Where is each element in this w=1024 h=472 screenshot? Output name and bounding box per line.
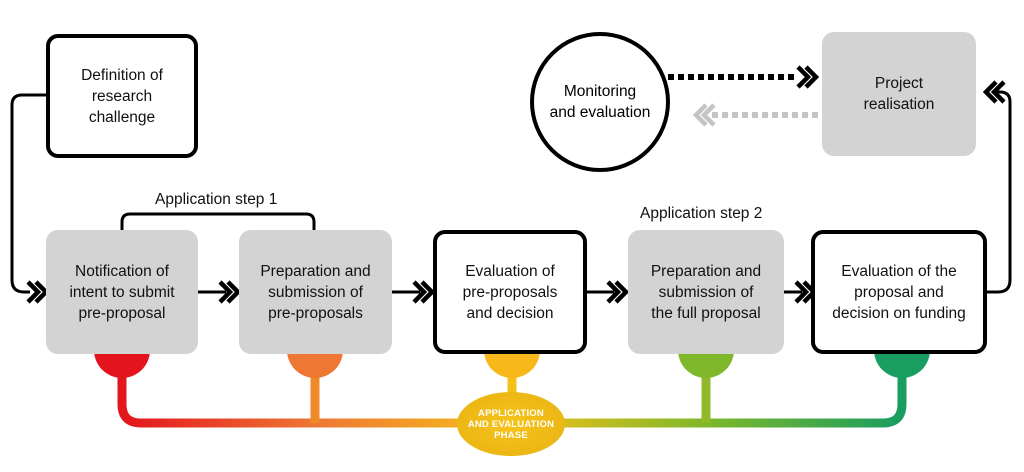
definition-box: Definition of research challenge [46, 34, 198, 158]
phase-label-text: APPLICATION AND EVALUATION PHASE [467, 407, 555, 441]
definition-box-text: Definition of research challenge [81, 66, 163, 126]
monitoring-circle-text: Monitoring and evaluation [549, 83, 651, 121]
bracket-step-1 [120, 212, 316, 232]
notification-box-text: Notification of intent to submit pre-pro… [69, 262, 175, 322]
dotted-arrow-to-monitoring [692, 103, 820, 127]
preparation-box-1: Preparation and submission of pre-propos… [239, 230, 392, 354]
evaluation-box-1-text: Evaluation of pre-proposals and decision [462, 262, 558, 322]
preparation-box-2: Preparation and submission of the full p… [628, 230, 784, 354]
phase-label: APPLICATION AND EVALUATION PHASE [457, 392, 565, 456]
chevron-arrow-icon [784, 280, 818, 304]
realisation-box-text: Project realisation [863, 75, 935, 113]
application-step-2-label: Application step 2 [640, 205, 763, 222]
connector-line-right [987, 90, 1012, 294]
evaluation-box-2-text: Evaluation of the proposal and decision … [832, 262, 966, 322]
evaluation-box-1: Evaluation of pre-proposals and decision [433, 230, 587, 354]
chevron-arrow-icon [392, 280, 436, 304]
preparation-box-1-text: Preparation and submission of pre-propos… [260, 262, 371, 322]
phase-ellipse [457, 392, 565, 456]
connector-line-left [10, 93, 46, 294]
chevron-arrow-icon [982, 80, 1006, 104]
monitoring-circle: Monitoring and evaluation [530, 32, 670, 172]
chevron-arrow-icon [587, 280, 630, 304]
evaluation-box-2: Evaluation of the proposal and decision … [811, 230, 987, 354]
dotted-arrow-to-realisation [668, 65, 820, 89]
realisation-box: Project realisation [822, 32, 976, 156]
chevron-arrow-icon [198, 280, 242, 304]
preparation-box-2-text: Preparation and submission of the full p… [650, 262, 762, 322]
notification-box: Notification of intent to submit pre-pro… [46, 230, 198, 354]
application-step-1-label: Application step 1 [155, 191, 278, 208]
chevron-arrow-icon [26, 280, 50, 304]
